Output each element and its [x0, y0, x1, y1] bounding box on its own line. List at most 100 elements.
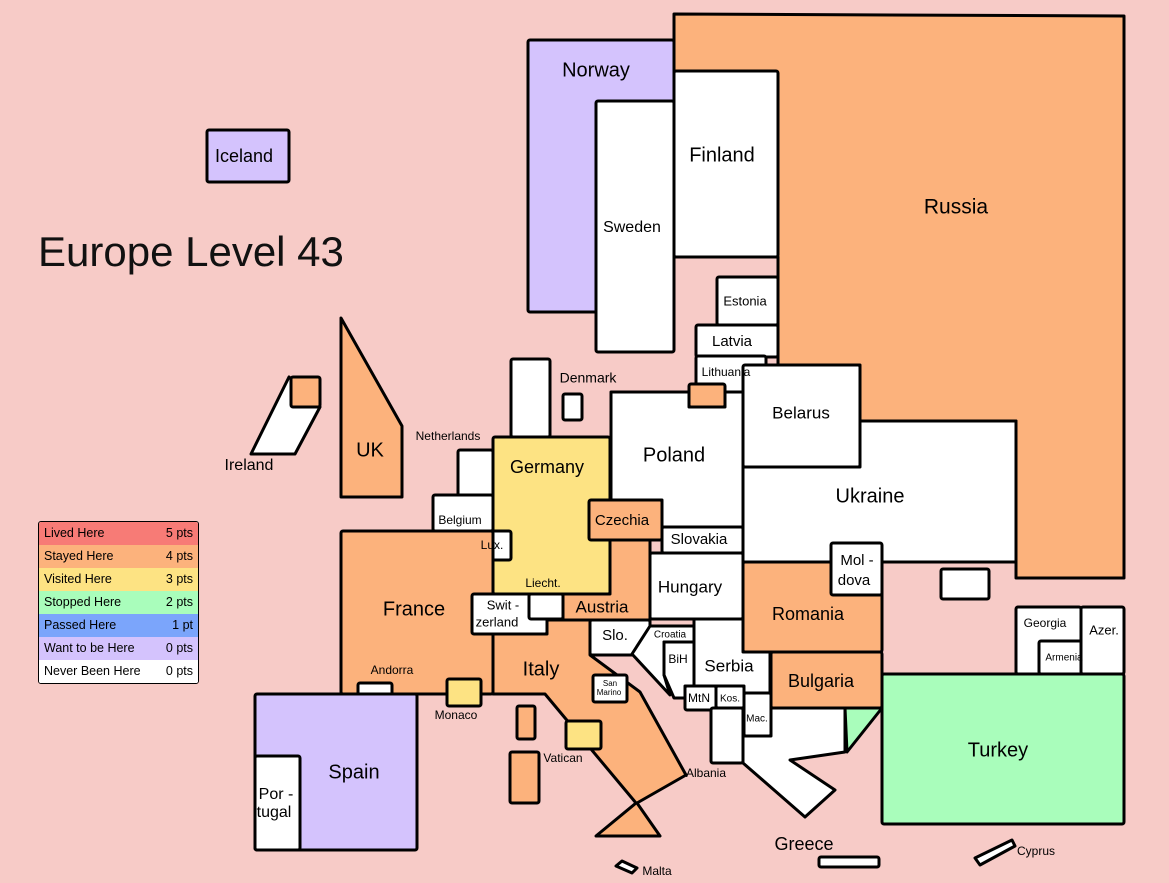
region-corsica[interactable]	[515, 704, 537, 741]
label-lithuania: Lithuania	[702, 365, 751, 379]
page-title: Europe Level 43	[38, 228, 344, 275]
label-romania: Romania	[772, 604, 845, 624]
country-uk[interactable]	[339, 316, 404, 499]
label-serbia: Serbia	[704, 656, 754, 675]
label-croatia: Croatia	[654, 630, 687, 641]
label-san-marino-1: San	[603, 679, 617, 688]
country-azerbaijan[interactable]	[1079, 605, 1126, 676]
country-finland[interactable]	[672, 69, 780, 259]
label-germany: Germany	[510, 457, 584, 477]
legend-label: Want to be Here	[44, 641, 135, 655]
legend-row-stopped: Stopped Here 2 pts	[39, 591, 198, 614]
label-andorra: Andorra	[371, 663, 414, 677]
label-luxembourg: Lux.	[481, 538, 504, 552]
legend-row-lived: Lived Here 5 pts	[39, 522, 198, 545]
label-ireland: Ireland	[225, 457, 274, 474]
label-portugal-2: tugal	[257, 804, 292, 821]
label-slovenia: Slo.	[602, 627, 628, 644]
legend-points: 0 pts	[165, 664, 193, 678]
country-cyprus[interactable]	[973, 838, 1017, 867]
legend-points: 3 pts	[165, 572, 193, 586]
label-estonia: Estonia	[723, 293, 767, 308]
legend-points: 2 pts	[165, 595, 193, 609]
label-finland: Finland	[689, 144, 755, 166]
legend-label: Visited Here	[44, 572, 112, 586]
region-sardinia[interactable]	[508, 750, 541, 805]
country-greece[interactable]	[741, 706, 847, 819]
country-malta[interactable]	[614, 859, 639, 875]
legend-label: Lived Here	[44, 526, 105, 540]
legend-row-stayed: Stayed Here 4 pts	[39, 545, 198, 568]
label-turkey: Turkey	[968, 739, 1028, 761]
label-bih: BiH	[668, 652, 687, 666]
country-iceland[interactable]	[205, 128, 291, 184]
label-armenia: Armenia	[1045, 653, 1083, 664]
label-slovakia: Slovakia	[671, 531, 728, 548]
label-bulgaria: Bulgaria	[788, 671, 855, 691]
legend-points: 1 pt	[172, 618, 193, 632]
label-moldova-1: Mol -	[840, 552, 873, 569]
label-moldova-2: dova	[838, 572, 871, 589]
label-france: France	[383, 598, 445, 620]
label-malta: Malta	[642, 864, 672, 878]
label-ukraine: Ukraine	[836, 485, 905, 507]
region-kaliningrad[interactable]	[687, 382, 727, 409]
legend-points: 4 pts	[165, 549, 193, 563]
legend-row-want: Want to be Here 0 pts	[39, 637, 198, 660]
label-netherlands: Netherlands	[416, 429, 481, 443]
legend-label: Never Been Here	[44, 664, 141, 678]
label-belarus: Belarus	[772, 403, 830, 422]
label-cyprus: Cyprus	[1017, 844, 1055, 858]
label-czechia: Czechia	[595, 512, 650, 529]
label-kosovo: Kos.	[720, 694, 740, 705]
label-montenegro: MtN	[688, 691, 710, 705]
legend-label: Stopped Here	[44, 595, 122, 609]
label-hungary: Hungary	[658, 577, 723, 596]
country-portugal[interactable]	[253, 754, 302, 852]
legend-label: Passed Here	[44, 618, 117, 632]
legend-points: 5 pts	[165, 526, 193, 540]
label-russia: Russia	[924, 196, 989, 219]
legend-points: 0 pts	[165, 641, 193, 655]
label-macedonia: Mac.	[746, 714, 768, 725]
country-liechtenstein[interactable]	[527, 592, 565, 621]
label-latvia: Latvia	[712, 333, 753, 350]
label-monaco: Monaco	[435, 708, 478, 722]
label-denmark: Denmark	[560, 370, 618, 386]
label-switzerland-2: zerland	[476, 614, 519, 629]
region-northern-ireland[interactable]	[289, 375, 322, 409]
country-moldova[interactable]	[829, 541, 884, 597]
label-belgium: Belgium	[438, 513, 481, 527]
label-greece: Greece	[774, 834, 833, 854]
country-san-marino[interactable]	[591, 673, 629, 704]
label-portugal-1: Por -	[259, 786, 294, 803]
label-norway: Norway	[562, 59, 630, 81]
legend-row-visited: Visited Here 3 pts	[39, 568, 198, 591]
region-crete[interactable]	[817, 855, 881, 869]
label-italy: Italy	[523, 658, 560, 680]
label-liechtenstein: Liecht.	[525, 576, 560, 590]
label-albania: Albania	[686, 766, 726, 780]
legend-row-never: Never Been Here 0 pts	[39, 660, 198, 683]
legend-label: Stayed Here	[44, 549, 114, 563]
country-monaco[interactable]	[445, 677, 483, 708]
label-vatican: Vatican	[543, 751, 582, 765]
denmark-island[interactable]	[561, 392, 584, 422]
region-crimea[interactable]	[939, 567, 991, 601]
label-iceland: Iceland	[215, 146, 273, 166]
label-san-marino-2: Marino	[597, 688, 622, 697]
label-spain: Spain	[328, 761, 379, 783]
label-georgia: Georgia	[1024, 616, 1067, 630]
country-denmark[interactable]	[509, 357, 552, 439]
legend-row-passed: Passed Here 1 pt	[39, 614, 198, 637]
country-turkey[interactable]	[880, 672, 1126, 826]
label-poland: Poland	[643, 444, 705, 466]
turkey-europe-part[interactable]	[843, 706, 884, 754]
label-sweden: Sweden	[603, 219, 661, 236]
country-vatican[interactable]	[564, 719, 603, 751]
label-uk: UK	[356, 439, 384, 461]
label-switzerland-1: Swit -	[487, 597, 520, 612]
country-albania[interactable]	[709, 706, 745, 765]
